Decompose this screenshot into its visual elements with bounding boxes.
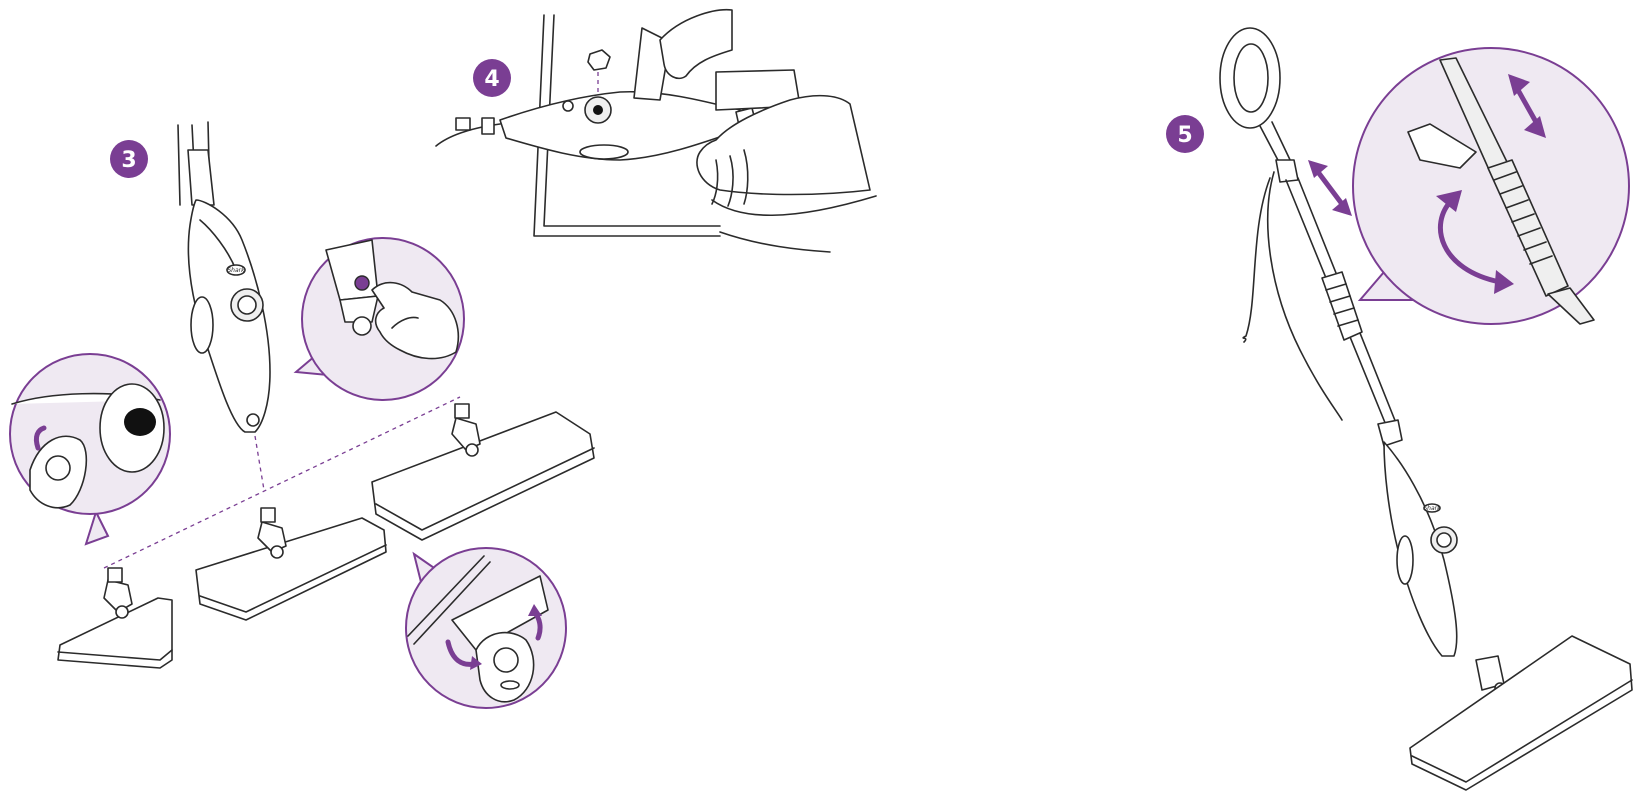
svg-text:5: 5 [1177, 123, 1192, 148]
svg-text:Shark: Shark [1423, 505, 1441, 512]
svg-text:Shark: Shark [227, 267, 245, 274]
water-tank-cap-icon [588, 50, 610, 100]
double-arrow-icon [1308, 160, 1352, 216]
detail-bubble-triangle-attach [10, 354, 170, 544]
step-4-badge: 4 [473, 59, 511, 97]
svg-text:3: 3 [121, 148, 136, 173]
detail-bubble-pad-release [406, 548, 566, 708]
detail-bubble-release-button [296, 238, 464, 400]
triangle-pad-icon [58, 568, 172, 668]
rectangle-pad-large-icon [372, 404, 594, 540]
step-3-badge: 3 [110, 140, 148, 178]
step-5-badge: 5 [1166, 115, 1204, 153]
rectangle-pad-small-icon [196, 508, 386, 620]
svg-text:4: 4 [484, 67, 499, 92]
steam-mop-body-icon: Shark [178, 122, 270, 432]
detail-bubble-handle-adjust [1353, 48, 1629, 324]
